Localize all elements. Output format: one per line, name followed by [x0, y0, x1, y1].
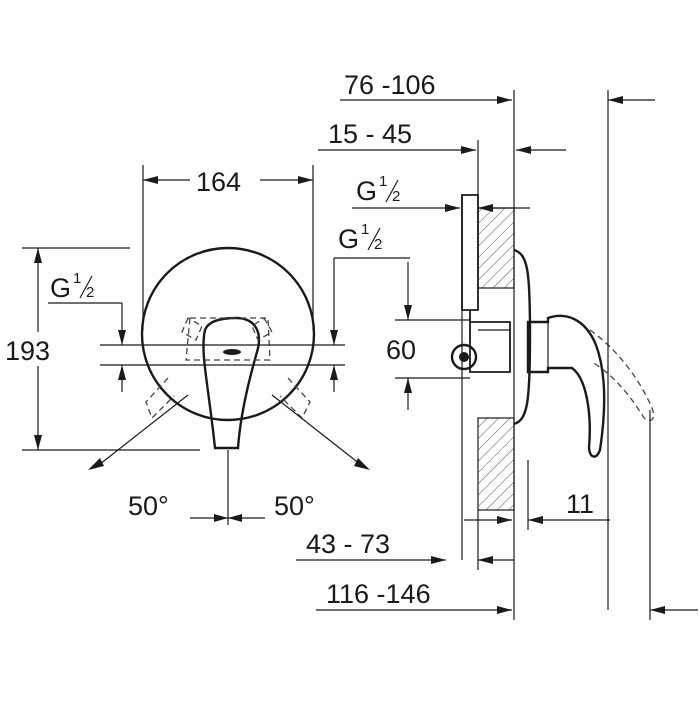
- handle-collar-outline: [185, 317, 271, 361]
- connection-port: [450, 343, 478, 371]
- wall-upper: [477, 207, 515, 289]
- valve-body: [461, 194, 479, 311]
- thread-right-label: G 1 2: [338, 221, 382, 254]
- svg-text:G: G: [50, 273, 71, 303]
- svg-text:G: G: [356, 176, 377, 206]
- svg-text:2: 2: [392, 188, 400, 205]
- offset-11-label: 11: [566, 489, 594, 519]
- depth-lower-label: 43 - 73: [306, 529, 390, 559]
- handle-rotated-right: [251, 317, 311, 420]
- depth-overall-label: 116 -146: [326, 579, 431, 609]
- wall-lower: [477, 417, 515, 511]
- svg-text:2: 2: [86, 284, 94, 301]
- handle-side-rotated: [589, 329, 655, 422]
- svg-text:1: 1: [361, 221, 369, 238]
- cover-plate-side: [513, 248, 532, 426]
- front-view: 164 193 G 1 2 G 1 2: [3, 164, 410, 525]
- handle-side: [526, 314, 606, 458]
- side-view: 76 -106 15 - 45 G 1 2 60: [296, 68, 698, 620]
- height-193-label: 193: [5, 336, 50, 366]
- handle-rotated-left: [145, 317, 203, 420]
- svg-text:2: 2: [374, 236, 382, 253]
- thread-left-label: G 1 2: [50, 270, 94, 303]
- svg-text:G: G: [338, 224, 359, 254]
- angle-left-label: 50°: [128, 491, 169, 521]
- handle-lever: [202, 316, 261, 450]
- angle-right-label: 50°: [274, 491, 315, 521]
- spacing-60-label: 60: [386, 335, 416, 365]
- depth-body-label: 15 - 45: [328, 119, 412, 149]
- handle-logo: [223, 349, 241, 355]
- cover-plate: [140, 246, 316, 422]
- svg-text:1: 1: [379, 173, 387, 190]
- thread-top-label: G 1 2: [356, 173, 400, 206]
- width-164-label: 164: [196, 167, 241, 197]
- svg-text:1: 1: [73, 270, 81, 287]
- depth-total-label: 76 -106: [344, 70, 436, 100]
